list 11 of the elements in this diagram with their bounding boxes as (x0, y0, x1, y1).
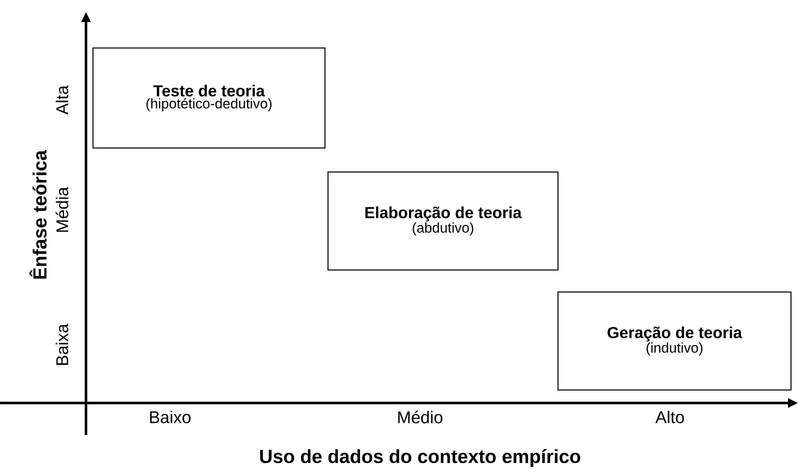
tick-label: Baixa (56, 324, 68, 365)
axis-title: Ênfase teórica (29, 150, 47, 279)
text-box: Teste de teoria (hipotético-dedutivo) (92, 48, 326, 148)
tick-label: Baixo (150, 410, 191, 424)
tick-label: Médio (398, 410, 442, 424)
text-box: Geração de teoria (indutivo) (558, 292, 792, 390)
axis-title: Uso de dados do contexto empírico (260, 449, 580, 467)
tick-label: Alto (655, 410, 684, 424)
tick-label: Média (56, 186, 68, 232)
text-box: Elaboração de teoria (abdutivo) (328, 172, 558, 270)
tick-label: Alta (56, 85, 68, 115)
